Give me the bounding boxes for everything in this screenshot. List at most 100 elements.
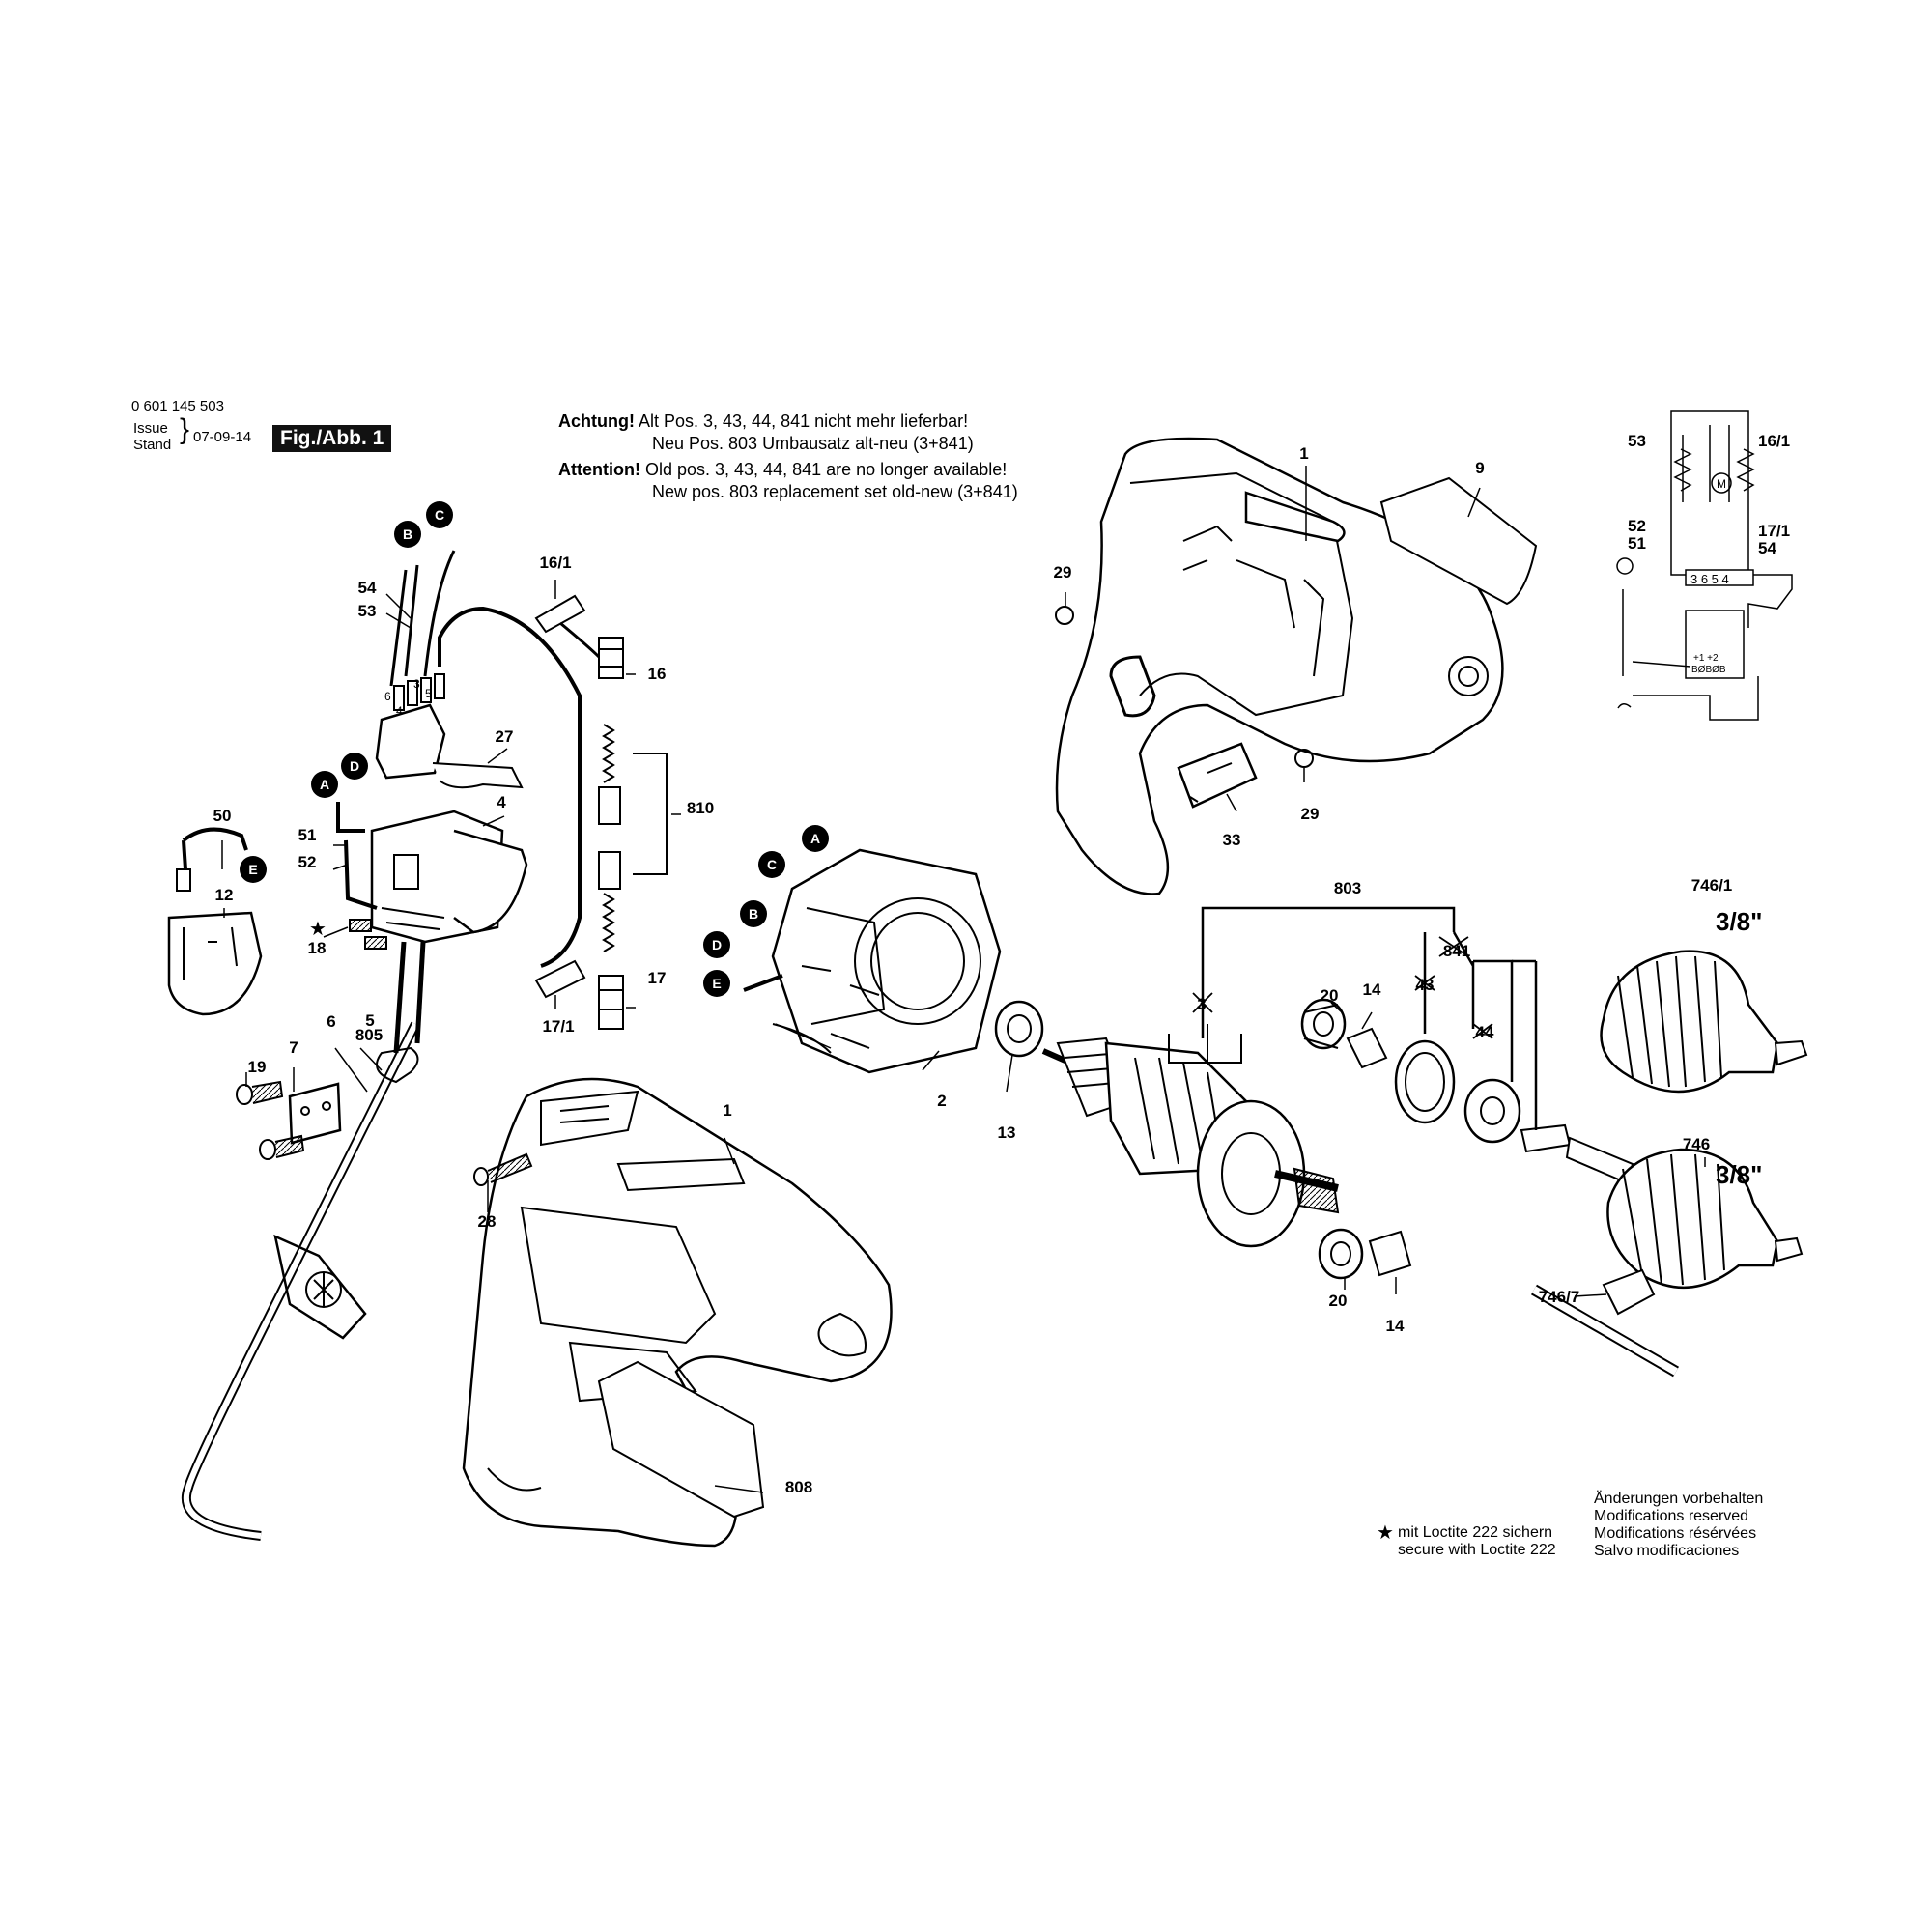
label-44: 44 <box>1476 1023 1494 1041</box>
label-43: 43 <box>1416 976 1435 994</box>
modifications-en: Modifications reserved <box>1594 1508 1749 1524</box>
label-54: 54 <box>358 579 377 597</box>
svg-text:A: A <box>810 831 820 846</box>
label-803: 803 <box>1334 879 1361 897</box>
label-746-1: 746/1 <box>1691 876 1733 895</box>
chuck-key-746-7 <box>1530 1268 1680 1378</box>
label-4: 4 <box>497 793 506 811</box>
label-51: 51 <box>298 826 317 844</box>
clamp-screw-7 <box>259 1134 305 1160</box>
loctite-star-icon: ★ <box>1377 1522 1394 1544</box>
needle-bearing-14-lower <box>1368 1230 1412 1277</box>
brace: } <box>180 413 190 445</box>
carbon-brushes-810 <box>598 724 668 952</box>
label-14-lower: 14 <box>1386 1317 1405 1335</box>
svg-text:54: 54 <box>1758 539 1776 557</box>
wiring-schematic <box>1616 410 1793 721</box>
label-29-lower: 29 <box>1301 805 1320 823</box>
switch-terminal-labels: 6 3 4 5 <box>384 677 432 718</box>
interference-suppressor <box>167 911 263 1016</box>
stand-label: Stand <box>133 437 172 453</box>
svg-text:17/1: 17/1 <box>1758 522 1790 540</box>
brush-connector-17-1 <box>534 959 586 999</box>
modifications-de: Änderungen vorbehalten <box>1594 1491 1764 1507</box>
bearing-sleeve-20-upper <box>1300 998 1347 1050</box>
label-18: 18 <box>308 939 327 957</box>
label-5-b: 5 <box>365 1011 374 1030</box>
chuck-size-lower: 3/8" <box>1716 1160 1762 1189</box>
label-9: 9 <box>1475 459 1484 477</box>
connector-bubbles: A C B D E A D B C E <box>240 501 829 997</box>
label-16-1: 16/1 <box>539 554 571 572</box>
svg-text:3: 3 <box>413 677 420 691</box>
label-13: 13 <box>998 1123 1016 1142</box>
svg-text:C: C <box>767 857 777 872</box>
svg-text:B: B <box>749 906 758 922</box>
label-20-lower: 20 <box>1329 1292 1348 1310</box>
label-805: 805 <box>355 1026 383 1044</box>
label-17-1: 17/1 <box>542 1017 574 1036</box>
svg-text:BØBØB: BØBØB <box>1691 665 1726 675</box>
connector-E-motor: E <box>703 970 730 997</box>
field-wires <box>743 974 832 1054</box>
label-810: 810 <box>687 799 714 817</box>
svg-text:5: 5 <box>425 687 432 700</box>
svg-text:4: 4 <box>396 704 403 718</box>
commutator-bracket-3 <box>1168 1024 1242 1064</box>
switch-wires <box>336 550 582 968</box>
svg-text:51: 51 <box>1628 534 1646 553</box>
connector-D-motor: D <box>703 931 730 958</box>
cord-protector <box>273 1234 367 1340</box>
label-6: 6 <box>327 1012 335 1031</box>
gear-43 <box>1394 1039 1456 1124</box>
connector-B-motor: B <box>740 900 767 927</box>
label-3: 3 <box>1197 995 1206 1013</box>
figure-title: Fig./Abb. 1 <box>272 425 392 452</box>
brush-holder-17 <box>598 975 624 1030</box>
svg-text:D: D <box>712 937 722 952</box>
label-746: 746 <box>1683 1135 1710 1153</box>
label-2: 2 <box>937 1092 946 1110</box>
armature <box>1041 1037 1340 1248</box>
label-plate-808 <box>597 1360 765 1519</box>
label-50: 50 <box>213 807 232 825</box>
connector-D-switch: D <box>341 753 368 780</box>
svg-text:C: C <box>435 507 444 523</box>
label-14-upper: 14 <box>1363 980 1381 999</box>
label-808: 808 <box>785 1478 812 1496</box>
label-53: 53 <box>358 602 377 620</box>
switch <box>370 810 528 944</box>
chuck-746 <box>1606 1148 1804 1290</box>
label-28: 28 <box>478 1212 497 1231</box>
svg-text:52: 52 <box>1628 517 1646 535</box>
label-746-7: 746/7 <box>1539 1288 1580 1306</box>
label-1-lower: 1 <box>723 1101 731 1120</box>
field-stator <box>771 848 1002 1074</box>
label-52: 52 <box>298 853 317 871</box>
bearing-13 <box>994 1000 1044 1058</box>
notice-en-line2: New pos. 803 replacement set old-new (3+… <box>652 482 1018 501</box>
label-plate-9 <box>1379 476 1538 606</box>
notice-de-line1: Achtung! Alt Pos. 3, 43, 44, 841 nicht m… <box>558 412 969 431</box>
svg-text:16/1: 16/1 <box>1758 432 1790 450</box>
loctite-marker-icon: ★ <box>309 919 327 940</box>
svg-text:E: E <box>712 976 721 991</box>
label-12: 12 <box>215 886 234 904</box>
label-7: 7 <box>289 1038 298 1057</box>
svg-text:6: 6 <box>384 690 391 703</box>
o-ring-29-lower <box>1294 749 1314 768</box>
issue-date: 07-09-14 <box>193 429 252 445</box>
label-33: 33 <box>1223 831 1241 849</box>
needle-bearing-14-upper <box>1346 1027 1388 1069</box>
part-number: 0 601 145 503 <box>131 398 224 414</box>
clamp-screw-19 <box>236 1080 284 1105</box>
chuck-size-upper: 3/8" <box>1716 907 1762 936</box>
cord-clamp <box>288 1082 342 1145</box>
o-ring-29-upper <box>1055 606 1074 625</box>
switch-knob-33 <box>1177 742 1258 809</box>
svg-text:+1 +2: +1 +2 <box>1693 653 1719 664</box>
connector-A-motor: A <box>802 825 829 852</box>
label-27: 27 <box>496 727 514 746</box>
svg-text:M: M <box>1717 477 1726 491</box>
